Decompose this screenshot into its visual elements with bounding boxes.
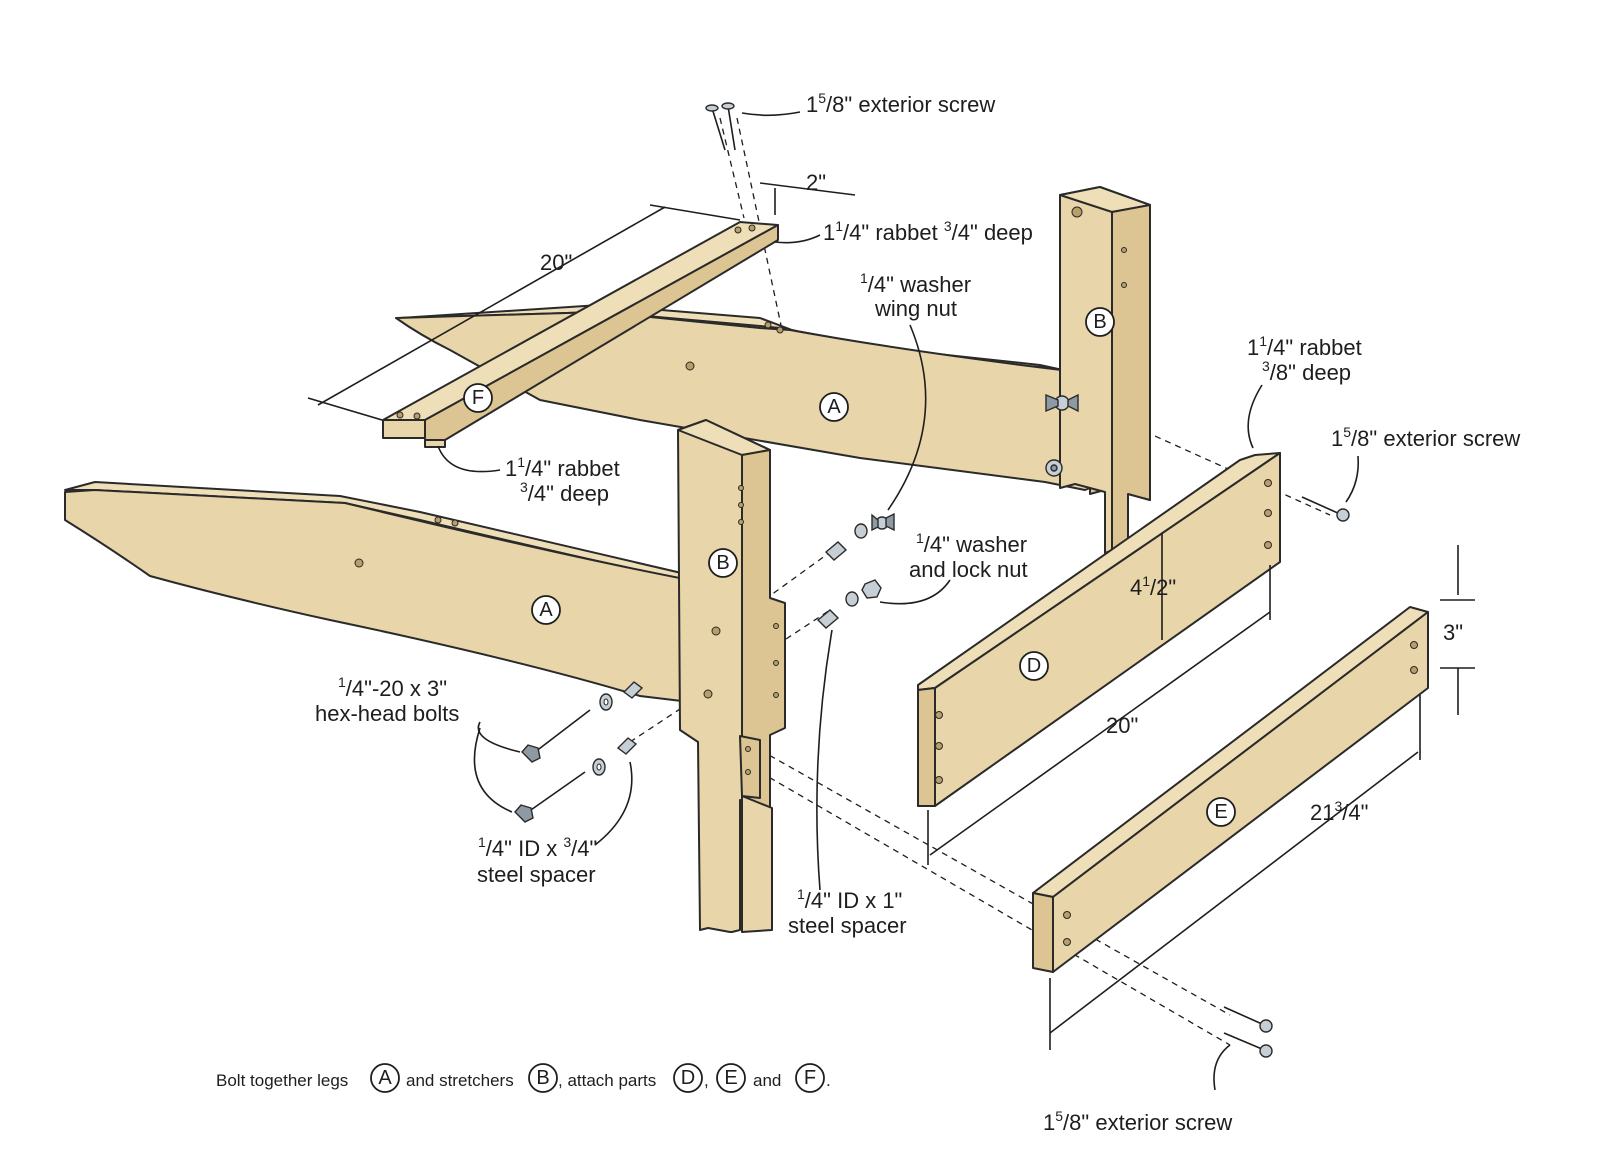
spacer-icon-4	[816, 609, 840, 629]
washer-icon-3	[854, 523, 868, 539]
caption-letter-e: E	[724, 1067, 737, 1089]
washer-icon-4	[845, 591, 859, 607]
spacer-icon-2	[616, 737, 638, 755]
label-spacer-34-2: steel spacer	[477, 862, 596, 887]
screw-icon-top-left	[705, 104, 726, 151]
hex-bolt-icon-upper	[521, 709, 591, 763]
leader-lines	[437, 111, 1360, 1091]
bolt-end-icon	[1045, 459, 1063, 477]
stretcher-b-front: B	[677, 419, 786, 933]
label-screw-bottom: 15/8" exterior screw	[1043, 1108, 1232, 1135]
label-dim-20-top: 20"	[540, 250, 572, 275]
label-bolts-2: hex-head bolts	[315, 701, 459, 726]
label-screw-right: 15/8" exterior screw	[1331, 424, 1520, 451]
part-e-letter: E	[1214, 801, 1227, 823]
panel-d: D	[917, 452, 1281, 807]
label-dim-3: 3"	[1443, 620, 1463, 645]
caption-text-3: , attach parts	[558, 1071, 656, 1090]
rail-f: F	[382, 221, 779, 448]
label-washer-lock-2: and lock nut	[909, 557, 1028, 582]
label-spacer-1-2: steel spacer	[788, 913, 907, 938]
part-b-front-marker	[708, 548, 738, 578]
caption-marker-f	[795, 1063, 825, 1093]
label-rabbet-f-2: 3/4" deep	[520, 479, 609, 506]
caption-text-1: Bolt together legs	[216, 1071, 348, 1090]
caption-text-end: .	[826, 1071, 831, 1090]
hex-bolt-icon-lower	[514, 771, 586, 823]
label-rabbet-right-1: 11/4" rabbet	[1247, 333, 1362, 360]
caption-letter-f: F	[804, 1067, 816, 1089]
part-b-back-letter: B	[1093, 311, 1106, 333]
screw-icon-right	[1301, 496, 1350, 522]
caption-text-sep: ,	[704, 1071, 709, 1090]
label-washer-wing-1: 1/4" washer	[860, 270, 971, 297]
label-washer-wing-2: wing nut	[874, 296, 957, 321]
part-a-front-letter: A	[539, 599, 553, 621]
spacer-icon-3	[824, 541, 848, 561]
label-dim-21-75: 213/4"	[1310, 798, 1368, 825]
label-bolts-1: 1/4"-20 x 3"	[338, 674, 447, 701]
screw-icon-bottom-2	[1223, 1032, 1273, 1058]
screw-icon-bottom-1	[1223, 1006, 1273, 1033]
label-rabbet-top: 11/4" rabbet 3/4" deep	[823, 218, 1033, 245]
caption-letter-d: D	[681, 1067, 695, 1089]
label-rabbet-right-2: 3/8" deep	[1262, 358, 1351, 385]
caption-marker-b	[528, 1063, 558, 1093]
caption-text-4: and	[753, 1071, 781, 1090]
part-d-marker	[1019, 651, 1049, 681]
part-f-marker	[463, 383, 493, 413]
wing-nut-icon-2	[871, 512, 895, 532]
label-rabbet-f-1: 11/4" rabbet	[505, 454, 620, 481]
label-spacer-1-1: 1/4" ID x 1"	[797, 886, 902, 913]
label-screw-top: 15/8" exterior screw	[806, 90, 995, 117]
caption-marker-a	[370, 1063, 400, 1093]
part-b-front-letter: B	[716, 552, 729, 574]
part-a-back-marker	[819, 392, 849, 422]
wing-nut-icon	[1045, 393, 1079, 413]
part-d-letter: D	[1027, 655, 1041, 677]
caption: Bolt together legs A and stretchers B , …	[216, 1063, 831, 1093]
caption-letter-a: A	[378, 1067, 392, 1089]
caption-letter-b: B	[536, 1067, 549, 1089]
panel-e: E	[1032, 606, 1429, 973]
label-spacer-34-1: 1/4" ID x 3/4"	[478, 834, 597, 861]
screw-icon-top-right	[721, 102, 736, 151]
lock-nut-icon	[861, 579, 882, 599]
caption-marker-e	[716, 1063, 746, 1093]
part-b-back-marker	[1085, 307, 1115, 337]
leg-a-front: A	[64, 481, 691, 703]
label-dim-2: 2"	[806, 170, 826, 195]
label-dim-20-mid: 20"	[1106, 713, 1138, 738]
part-a-front-marker	[531, 595, 561, 625]
part-e-marker	[1206, 797, 1236, 827]
label-dim-4-5: 41/2"	[1130, 573, 1176, 600]
dimension-lines	[307, 182, 1475, 1050]
stretcher-b-back: B	[1059, 186, 1151, 554]
washer-icon-1	[599, 693, 613, 711]
caption-marker-d	[673, 1063, 703, 1093]
spacer-icon-1	[622, 681, 644, 699]
part-a-back-letter: A	[827, 396, 841, 418]
label-washer-lock-1: 1/4" washer	[916, 530, 1027, 557]
caption-text-2: and stretchers	[406, 1071, 514, 1090]
part-f-letter: F	[472, 387, 484, 409]
washer-icon-2	[592, 758, 606, 776]
